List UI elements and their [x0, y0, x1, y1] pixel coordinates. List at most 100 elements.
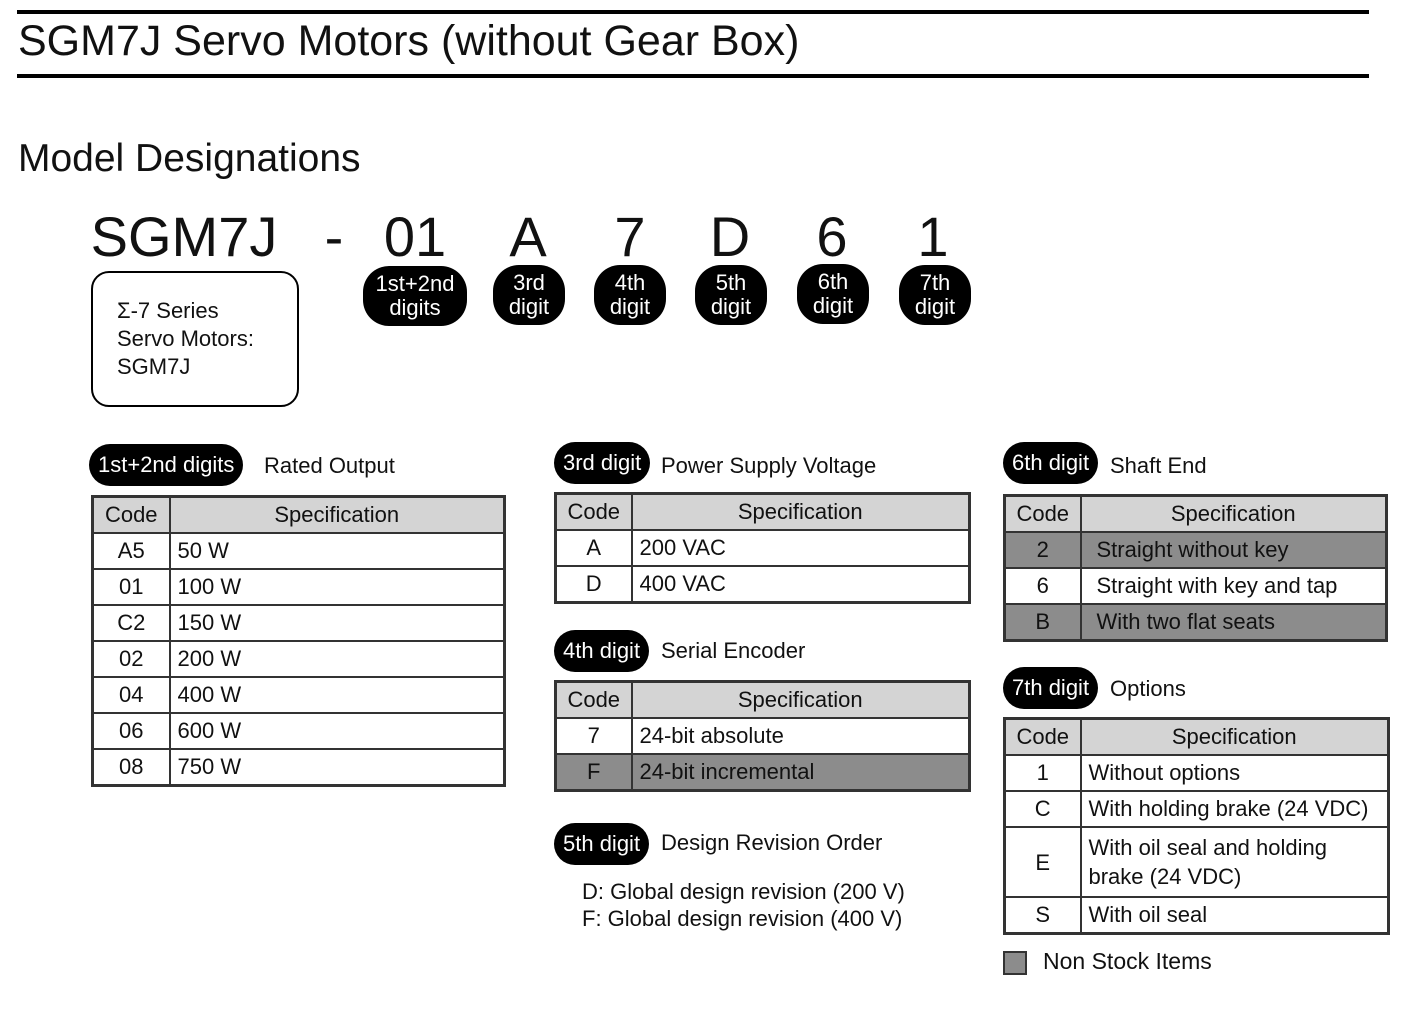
model-digit-1-2: 01 [383, 205, 447, 268]
tag-3rd-digit: 3rd digit [554, 442, 651, 484]
row-code: A [554, 529, 633, 567]
row-spec: 750 W [168, 748, 506, 787]
row-spec: With holding brake (24 VDC) [1079, 790, 1390, 828]
row-spec: 150 W [168, 604, 506, 642]
row-spec: Straight with key and tap [1079, 567, 1388, 605]
row-spec: Straight without key [1079, 531, 1388, 569]
label-options: Options [1110, 676, 1186, 701]
row-code: 06 [91, 712, 171, 750]
digit-pill-5: 5th digit [695, 265, 767, 325]
model-dash: - [324, 205, 344, 268]
model-digit-7: 1 [917, 205, 949, 268]
tag-6th-digit: 6th digit [1003, 442, 1099, 484]
digit-pill-1-2: 1st+2nd digits [363, 266, 467, 326]
model-digit-6: 6 [816, 205, 848, 268]
non-stock-legend: Non Stock Items [1043, 948, 1212, 974]
table-header: Code Specification [1003, 494, 1388, 533]
table-header: Code Specification [91, 495, 506, 534]
digit-pill-6: 6th digit [797, 264, 869, 324]
digit-pill-4: 4th digit [594, 265, 666, 325]
row-code: 01 [91, 568, 171, 606]
model-digit-5: D [709, 205, 751, 268]
header-specification: Specification [168, 495, 506, 534]
row-code: C2 [91, 604, 171, 642]
tag-5th-digit: 5th digit [554, 823, 650, 865]
header-specification: Specification [630, 680, 971, 719]
label-design-revision-order: Design Revision Order [661, 830, 883, 855]
model-digit-3: A [509, 205, 547, 268]
header-code: Code [1003, 494, 1082, 533]
row-spec: With oil seal [1079, 896, 1390, 935]
label-shaft-end: Shaft End [1110, 453, 1207, 478]
row-code: 08 [91, 748, 171, 787]
digit-pill-7: 7th digit [899, 265, 971, 325]
series-box: Σ-7 Series Servo Motors: SGM7J [91, 271, 299, 407]
row-code: 2 [1003, 531, 1082, 569]
row-spec: 200 VAC [630, 529, 971, 567]
row-spec: 400 W [168, 676, 506, 714]
row-spec: Without options [1079, 754, 1390, 792]
row-code: B [1003, 603, 1082, 642]
header-code: Code [554, 680, 633, 719]
row-code: 1 [1003, 754, 1082, 792]
table-header: Code Specification [554, 680, 971, 719]
label-serial-encoder: Serial Encoder [661, 638, 806, 663]
label-rated-output: Rated Output [264, 453, 395, 478]
row-code: 6 [1003, 567, 1082, 605]
row-code: F [554, 753, 633, 792]
row-code: A5 [91, 532, 171, 570]
row-spec: 24-bit incremental [630, 753, 971, 792]
section-title: Model Designations [18, 137, 361, 180]
table-header: Code Specification [554, 492, 971, 531]
row-spec: 50 W [168, 532, 506, 570]
top-rule [17, 10, 1369, 14]
row-spec: 100 W [168, 568, 506, 606]
row-code: 02 [91, 640, 171, 678]
row-code: 04 [91, 676, 171, 714]
model-series: SGM7J [90, 205, 278, 268]
design-revision-note-d: D: Global design revision (200 V) [582, 879, 905, 904]
row-code: C [1003, 790, 1082, 828]
row-code: E [1003, 826, 1082, 898]
row-spec: 600 W [168, 712, 506, 750]
row-spec: 400 VAC [630, 565, 971, 604]
header-code: Code [1003, 717, 1082, 756]
row-spec: With two flat seats [1079, 603, 1388, 642]
header-code: Code [554, 492, 633, 531]
non-stock-swatch [1003, 951, 1027, 975]
header-specification: Specification [630, 492, 971, 531]
row-code: S [1003, 896, 1082, 935]
row-spec: 24-bit absolute [630, 717, 971, 755]
table-header: Code Specification [1003, 717, 1390, 756]
row-code: D [554, 565, 633, 604]
digit-pill-3: 3rd digit [493, 265, 565, 325]
header-specification: Specification [1079, 717, 1390, 756]
label-power-supply-voltage: Power Supply Voltage [661, 453, 877, 478]
design-revision-note-f: F: Global design revision (400 V) [582, 906, 903, 931]
row-spec: 200 W [168, 640, 506, 678]
title-underline [17, 74, 1369, 78]
page-title: SGM7J Servo Motors (without Gear Box) [18, 17, 800, 65]
header-code: Code [91, 495, 171, 534]
row-code: 7 [554, 717, 633, 755]
